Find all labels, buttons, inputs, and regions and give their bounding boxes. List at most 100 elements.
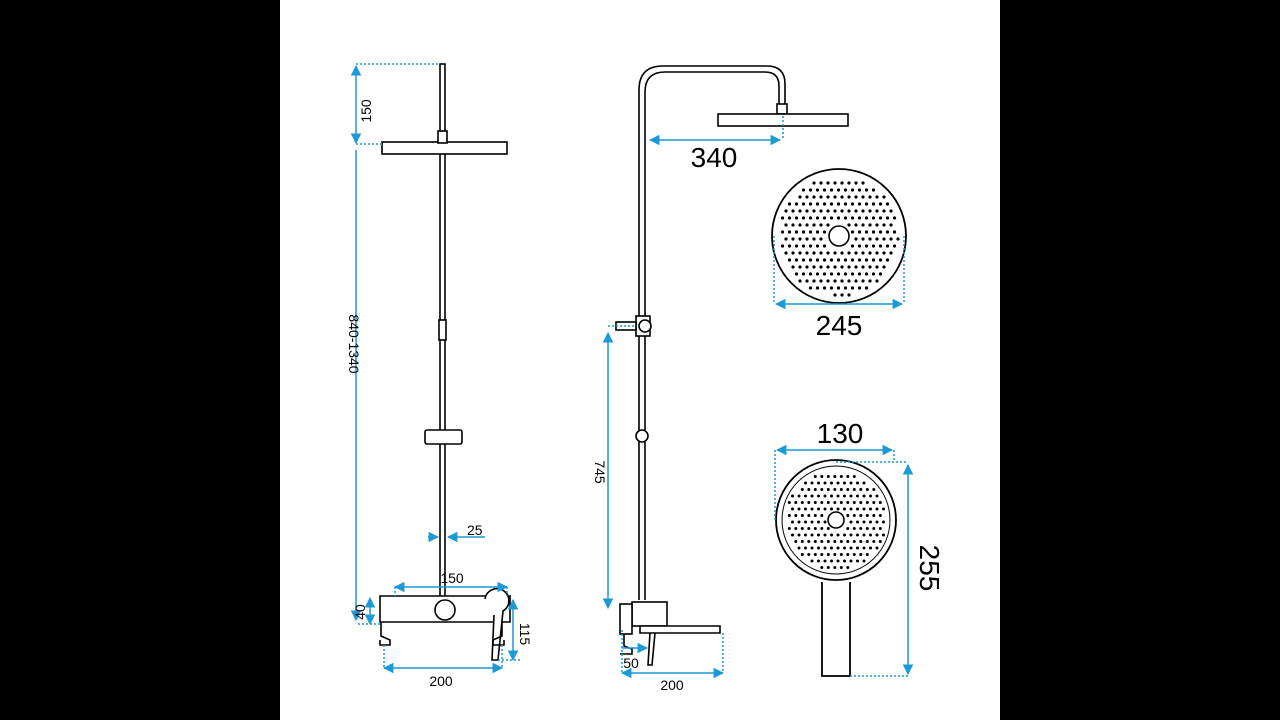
nozzle-dot bbox=[784, 237, 788, 241]
nozzle-dot bbox=[791, 237, 795, 241]
nozzle-dot bbox=[787, 527, 791, 530]
nozzle-dot bbox=[797, 546, 801, 550]
nozzle-dot bbox=[840, 265, 844, 269]
nozzle-dot bbox=[823, 494, 827, 498]
nozzle-dot bbox=[819, 251, 823, 255]
nozzle-dot bbox=[797, 520, 801, 524]
nozzle-dot bbox=[868, 279, 872, 283]
nozzle-dot bbox=[854, 195, 858, 199]
nozzle-dot bbox=[871, 272, 876, 276]
nozzle-dot bbox=[864, 202, 869, 206]
nozzle-dot bbox=[817, 559, 820, 563]
nozzle-dot bbox=[872, 540, 876, 543]
nozzle-dot bbox=[850, 244, 855, 248]
nozzle-dot bbox=[833, 553, 837, 556]
nozzle-dot bbox=[807, 527, 811, 530]
nozzle-dot bbox=[826, 223, 830, 227]
nozzle-dot bbox=[892, 216, 897, 220]
nozzle-dot bbox=[859, 553, 863, 556]
nozzle-dot bbox=[836, 272, 841, 276]
nozzle-dot bbox=[868, 223, 872, 227]
nozzle-dot bbox=[871, 230, 876, 234]
nozzle-dot bbox=[807, 488, 811, 491]
nozzle-dot bbox=[819, 237, 823, 241]
nozzle-dot bbox=[804, 520, 807, 524]
nozzle-dot bbox=[862, 546, 866, 550]
nozzle-dot bbox=[787, 244, 792, 248]
nozzle-dot bbox=[864, 258, 869, 262]
nozzle-dot bbox=[857, 230, 862, 234]
nozzle-dot bbox=[840, 195, 844, 199]
nozzle-dot bbox=[865, 527, 869, 530]
nozzle-dot bbox=[800, 514, 804, 517]
dim-overall-depth: 200 bbox=[660, 677, 684, 693]
nozzle-dot bbox=[810, 494, 814, 498]
nozzle-dot bbox=[794, 514, 798, 517]
nozzle-dot bbox=[808, 258, 813, 262]
nozzle-dot bbox=[820, 488, 824, 491]
nozzle-dot bbox=[820, 527, 824, 530]
nozzle-dot bbox=[826, 566, 830, 569]
nozzle-dot bbox=[882, 507, 885, 511]
nozzle-dot bbox=[836, 494, 840, 498]
side-slider-holder bbox=[635, 429, 649, 443]
nozzle-dot bbox=[822, 202, 827, 206]
nozzle-dot bbox=[812, 181, 816, 185]
nozzle-dot bbox=[861, 195, 865, 199]
nozzle-dot bbox=[812, 223, 816, 227]
nozzle-dot bbox=[817, 507, 820, 511]
nozzle-dot bbox=[830, 481, 833, 485]
nozzle-dot bbox=[878, 514, 882, 517]
nozzle-dot bbox=[852, 475, 856, 478]
nozzle-dot bbox=[861, 265, 865, 269]
side-coupling-knob bbox=[638, 319, 652, 333]
side-mixer-knob bbox=[619, 603, 633, 635]
nozzle-dot bbox=[846, 553, 850, 556]
nozzle-dot bbox=[798, 279, 802, 283]
nozzle-dot bbox=[826, 475, 830, 478]
nozzle-dot bbox=[856, 481, 859, 485]
side-head-connector bbox=[776, 103, 788, 115]
dim-body-width: 150 bbox=[440, 570, 464, 586]
nozzle-dot bbox=[846, 475, 850, 478]
nozzle-dot bbox=[878, 202, 883, 206]
nozzle-dot bbox=[862, 494, 866, 498]
hand-shower-nozzles bbox=[787, 475, 885, 569]
nozzle-dot bbox=[791, 209, 795, 213]
nozzle-dot bbox=[820, 501, 824, 504]
nozzle-dot bbox=[850, 230, 855, 234]
nozzle-dot bbox=[854, 265, 858, 269]
dim-spout-offset: 50 bbox=[623, 655, 639, 671]
nozzle-dot bbox=[846, 514, 850, 517]
dim-body-height: 115 bbox=[517, 623, 533, 646]
head-shower-center bbox=[828, 225, 850, 247]
nozzle-dot bbox=[840, 279, 844, 283]
nozzle-dot bbox=[829, 272, 834, 276]
nozzle-dot bbox=[849, 481, 853, 485]
nozzle-dot bbox=[784, 223, 788, 227]
dim-hand-width: 130 bbox=[817, 418, 864, 449]
nozzle-dot bbox=[820, 540, 824, 543]
nozzle-dot bbox=[822, 188, 827, 192]
nozzle-dot bbox=[847, 279, 851, 283]
nozzle-dot bbox=[813, 501, 817, 504]
nozzle-dot bbox=[805, 265, 809, 269]
nozzle-dot bbox=[830, 559, 833, 563]
nozzle-dot bbox=[836, 286, 841, 290]
nozzle-dot bbox=[846, 501, 850, 504]
nozzle-dot bbox=[856, 507, 859, 511]
nozzle-dot bbox=[817, 494, 820, 498]
nozzle-dot bbox=[805, 223, 809, 227]
nozzle-dot bbox=[791, 265, 795, 269]
nozzle-dot bbox=[797, 507, 801, 511]
nozzle-dot bbox=[813, 527, 817, 530]
nozzle-dot bbox=[830, 533, 833, 537]
nozzle-dot bbox=[859, 488, 863, 491]
nozzle-dot bbox=[861, 209, 865, 213]
nozzle-dot bbox=[854, 181, 858, 185]
nozzle-dot bbox=[800, 488, 804, 491]
nozzle-dot bbox=[840, 209, 844, 213]
nozzle-dot bbox=[780, 216, 785, 220]
nozzle-dot bbox=[819, 279, 823, 283]
nozzle-dot bbox=[801, 188, 806, 192]
